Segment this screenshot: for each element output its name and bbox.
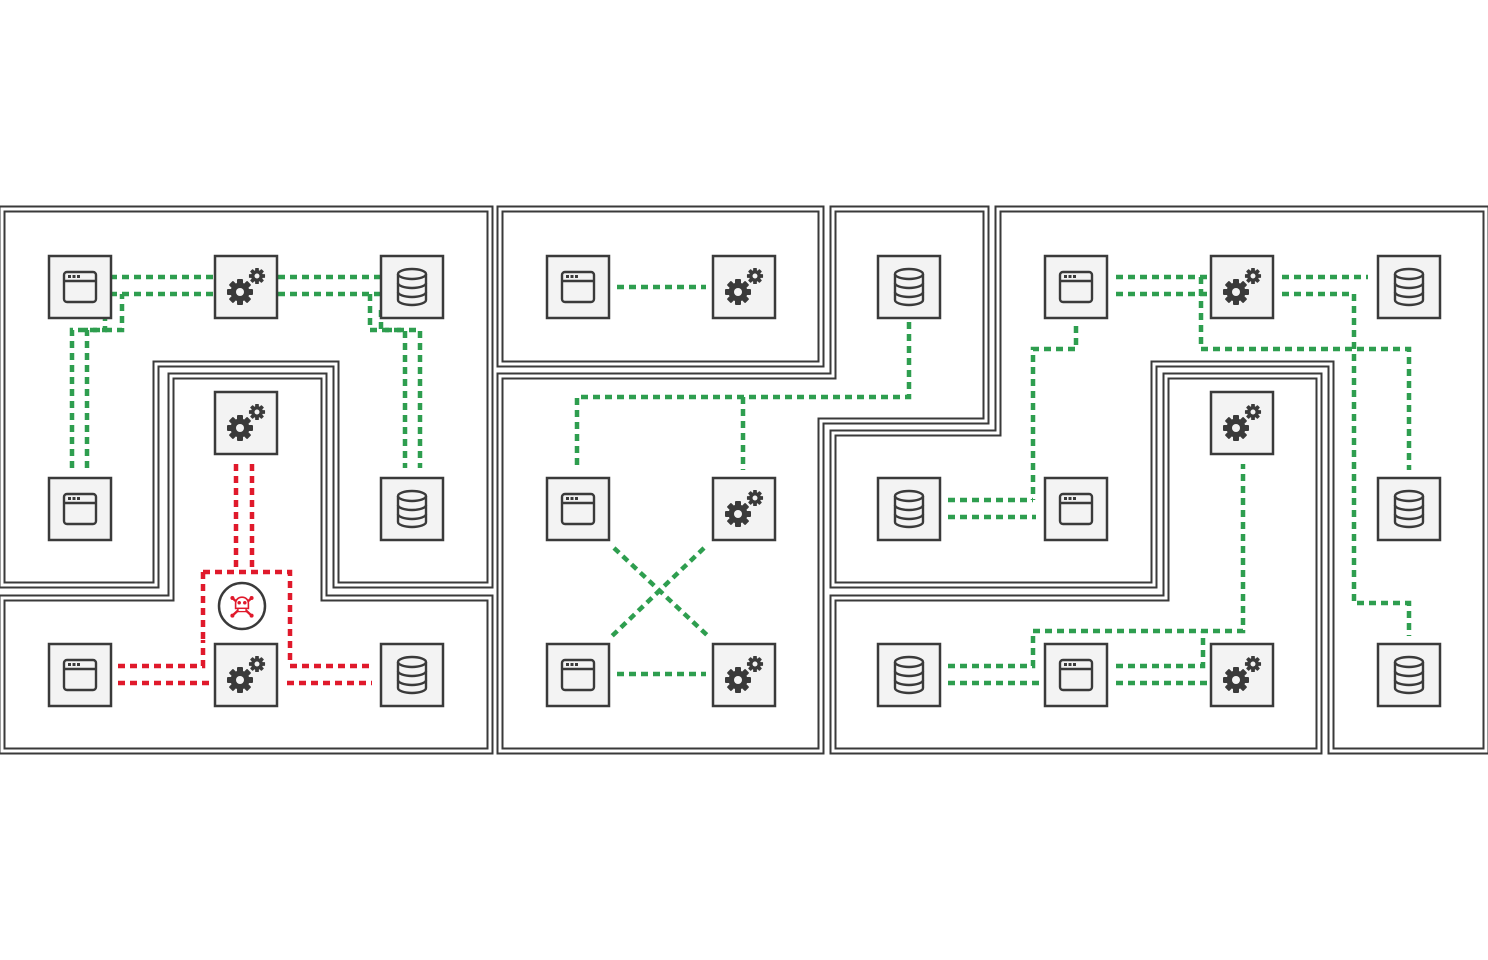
node-app-app (47, 254, 113, 320)
node-service-service (711, 476, 777, 542)
link-db-app-bottom-a (948, 464, 1246, 669)
network-nodes (47, 254, 1442, 708)
link-threat-box-left (203, 569, 293, 660)
node-box (47, 254, 113, 320)
node-db-db (379, 642, 445, 708)
node-box (47, 642, 113, 708)
node-app-app (47, 642, 113, 708)
node-service-service (213, 642, 279, 708)
node-service-service (711, 254, 777, 320)
node-box (1043, 476, 1109, 542)
node-box (1043, 254, 1109, 320)
zone-middle-inner (498, 207, 988, 753)
node-app-app (47, 476, 113, 542)
node-service-service (711, 642, 777, 708)
network-links (69, 274, 1412, 686)
node-service-service (1209, 254, 1275, 320)
node-db-db (876, 254, 942, 320)
node-app-app (545, 476, 611, 542)
node-db-db (379, 476, 445, 542)
link-app-r-down (1198, 277, 1412, 470)
link-db-db-a (367, 294, 408, 468)
zone-middle-right-inner (831, 207, 1488, 753)
link-cross-b (610, 546, 706, 638)
network-zones (0, 205, 1488, 755)
node-box (47, 476, 113, 542)
node-db-db (379, 254, 445, 320)
node-service-service (213, 254, 279, 320)
node-box (711, 642, 777, 708)
zone-bottom-right-inner (831, 374, 1321, 753)
node-box (1043, 642, 1109, 708)
node-box (545, 642, 611, 708)
node-db-db (1376, 642, 1442, 708)
link-app-mid-app (1030, 326, 1079, 500)
threat-node (217, 581, 267, 631)
node-db-db (876, 642, 942, 708)
zone-bottom-left-inner (0, 374, 492, 753)
node-app-app (1043, 642, 1109, 708)
link-app-service-bottom-r-a (1116, 631, 1206, 669)
node-app-app (1043, 476, 1109, 542)
link-db-db-b (378, 310, 423, 468)
node-box (545, 254, 611, 320)
link-app-service-left-a (118, 640, 206, 669)
node-app-app (545, 254, 611, 320)
node-db-db (1376, 476, 1442, 542)
link-service-db-r-b (1282, 291, 1412, 636)
zone-top-middle-inner (498, 207, 823, 366)
link-app-app-a (69, 291, 110, 468)
node-service-service (1209, 642, 1275, 708)
node-app-app (1043, 254, 1109, 320)
node-db-db (876, 476, 942, 542)
node-service-service (1209, 390, 1275, 456)
node-box (545, 476, 611, 542)
zone-top-left-inner (0, 207, 492, 587)
node-app-app (545, 642, 611, 708)
node-service-service (213, 390, 279, 456)
node-db-db (1376, 254, 1442, 320)
